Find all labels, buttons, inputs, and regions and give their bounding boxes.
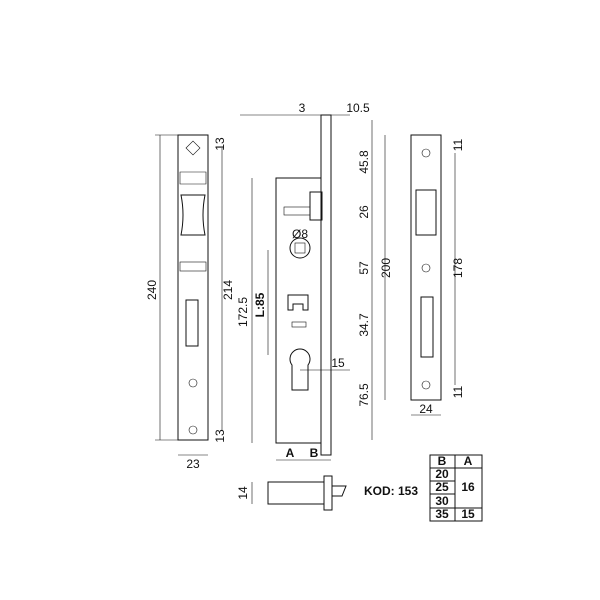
dim-l85: L:85 <box>253 292 267 317</box>
dim-76-5: 76.5 <box>357 383 371 407</box>
dim-172-5: 172.5 <box>236 297 250 327</box>
dim-3: 3 <box>299 101 306 115</box>
dim-34-7: 34.7 <box>357 313 371 337</box>
table-cell: 15 <box>461 507 475 521</box>
side-view: 14 <box>236 475 347 511</box>
right-plate: 200 178 11 11 24 <box>379 134 465 416</box>
table-cell: 16 <box>461 480 475 494</box>
dim-11-bottom: 11 <box>451 385 465 398</box>
dim-24: 24 <box>419 402 433 416</box>
dim-14: 14 <box>236 486 250 500</box>
dim-13-bottom: 13 <box>213 429 227 443</box>
dim-13-top: 13 <box>213 137 227 151</box>
kale-logo <box>179 261 207 272</box>
dim-214: 214 <box>221 280 235 300</box>
lock-body: 3 10.5 45.8 26 Ø8 57 34.7 76.5 172.5 L:8… <box>236 101 373 511</box>
isk-logo <box>179 140 207 185</box>
left-plate: 240 214 13 13 23 <box>145 134 235 471</box>
dim-spindle: Ø8 <box>292 227 308 241</box>
table-cell: 30 <box>435 494 449 508</box>
label-a: A <box>286 446 295 460</box>
label-b: B <box>310 446 319 460</box>
dim-178: 178 <box>451 258 465 278</box>
dim-240: 240 <box>145 280 159 300</box>
table-cell: 20 <box>435 467 449 481</box>
dim-57: 57 <box>357 261 371 275</box>
dim-15: 15 <box>331 356 345 370</box>
size-table: B A 20 25 30 35 16 15 <box>429 454 483 522</box>
dim-23: 23 <box>186 457 200 471</box>
dim-200: 200 <box>379 258 393 278</box>
dim-10-5: 10.5 <box>346 101 370 115</box>
dim-45-8: 45.8 <box>357 150 371 174</box>
table-header-a: A <box>464 454 473 468</box>
product-code: KOD: 153 <box>364 484 418 498</box>
dim-11-top: 11 <box>451 138 465 151</box>
table-cell: 35 <box>435 507 449 521</box>
dim-26: 26 <box>357 205 371 219</box>
table-cell: 25 <box>435 480 449 494</box>
table-header-b: B <box>438 454 447 468</box>
